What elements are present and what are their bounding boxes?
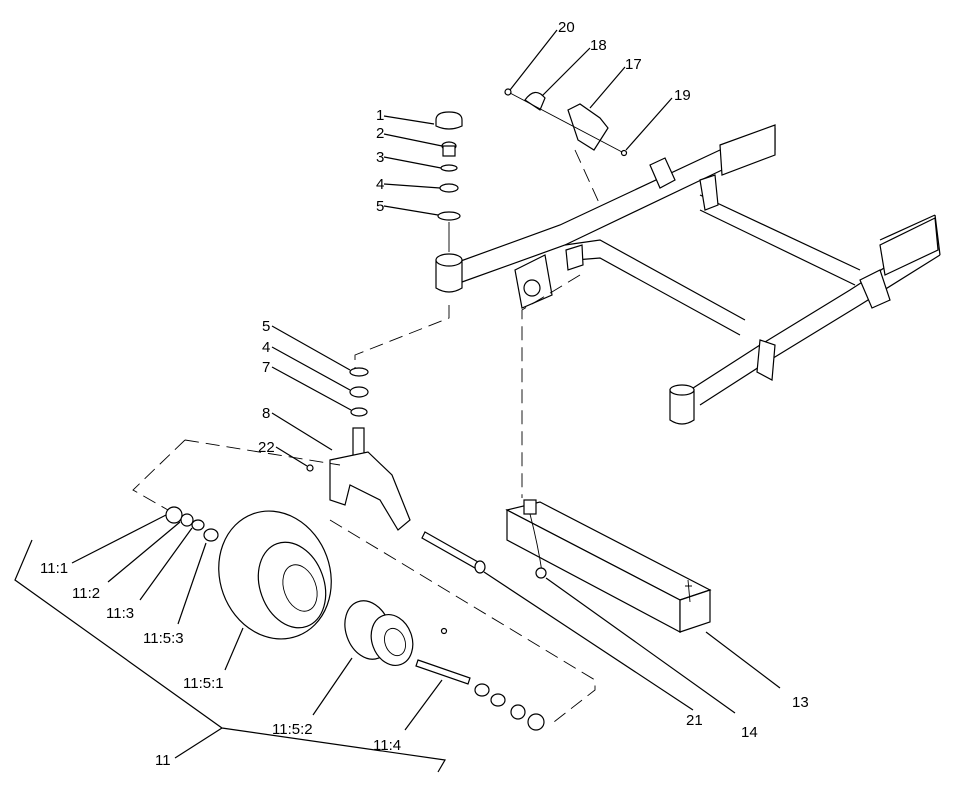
assembly-11-bracket xyxy=(14,539,446,773)
callout-22: 22 xyxy=(258,439,275,456)
callout-11-4: 11:4 xyxy=(373,737,401,754)
callout-8: 8 xyxy=(262,405,270,422)
callout-2: 2 xyxy=(376,125,384,142)
callout-11: 11 xyxy=(155,752,171,769)
callout-17: 17 xyxy=(625,56,642,73)
callout-3: 3 xyxy=(376,149,384,166)
leader-lines xyxy=(71,29,781,731)
callout-11-2: 11:2 xyxy=(72,585,100,602)
callout-11-5-2: 11:5:2 xyxy=(272,721,313,738)
callout-14: 14 xyxy=(741,724,758,741)
callout-11-5-3: 11:5:3 xyxy=(143,630,184,647)
top-bearing-stack xyxy=(435,111,463,252)
callout-5: 5 xyxy=(376,198,384,215)
alignment-lines xyxy=(132,274,596,726)
callout-1: 1 xyxy=(376,107,384,124)
callout-21: 21 xyxy=(686,712,703,729)
callout-7: 7 xyxy=(262,359,270,376)
callout-4-lower: 4 xyxy=(262,339,270,356)
callout-11-3: 11:3 xyxy=(106,605,134,622)
weight-bar xyxy=(505,499,712,633)
caster-fork xyxy=(306,427,411,531)
main-frame xyxy=(435,124,941,425)
callout-5-lower: 5 xyxy=(262,318,270,335)
callout-13: 13 xyxy=(792,694,809,711)
callout-11-1: 11:1 xyxy=(40,560,68,577)
wheel-assembly xyxy=(165,506,545,731)
callout-labels: 1 2 3 4 5 5 4 7 8 22 20 18 17 19 11:1 11… xyxy=(40,19,809,769)
top-bracket-hardware xyxy=(504,88,628,206)
callout-20: 20 xyxy=(558,19,575,36)
callout-18: 18 xyxy=(590,37,607,54)
callout-11-5-1: 11:5:1 xyxy=(183,675,224,692)
callout-4: 4 xyxy=(376,176,384,193)
lower-bearing-stack xyxy=(349,367,369,417)
callout-19: 19 xyxy=(674,87,691,104)
